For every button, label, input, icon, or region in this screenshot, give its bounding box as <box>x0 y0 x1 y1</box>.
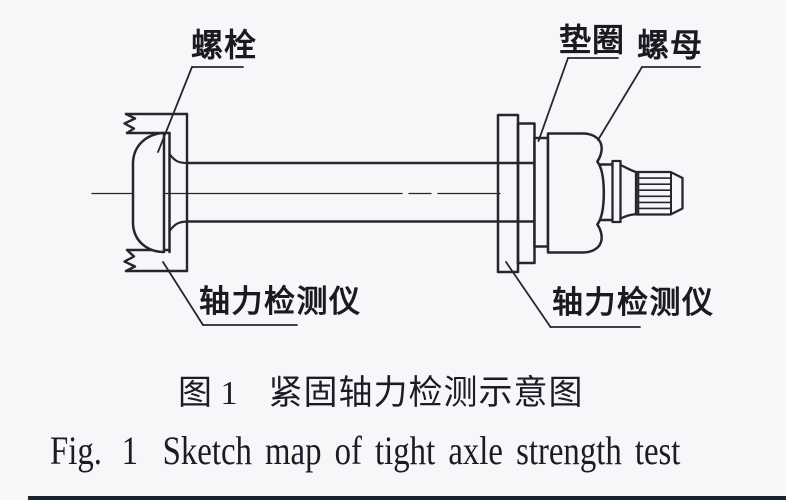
caption-english-figno: Fig. 1 <box>50 428 139 473</box>
break-line-top <box>123 112 137 135</box>
bolt-leader <box>157 66 244 153</box>
washer-label: 垫圈 <box>559 22 626 58</box>
caption-chinese-figno: 图 1 <box>178 375 238 412</box>
nut <box>546 132 606 254</box>
bolt-head <box>131 131 189 254</box>
detector-right-label: 轴力检测仪 <box>552 285 715 320</box>
washer-leader <box>537 57 619 142</box>
caption-english: Fig. 1 Sketch map of tight axle strength … <box>50 431 680 471</box>
leader-lines <box>157 57 701 328</box>
detector-right-leader <box>505 261 641 328</box>
caption-chinese-text: 紧固轴力检测示意图 <box>268 375 584 412</box>
bolt-label: 螺栓 <box>191 27 258 63</box>
detector-left-leader <box>162 261 298 326</box>
nut-leader <box>597 66 701 141</box>
right-plate <box>496 113 536 274</box>
bolt-shank <box>185 161 614 223</box>
bolt-tip-thread <box>611 159 684 224</box>
caption-english-text: Sketch map of tight axle strength test <box>162 428 681 473</box>
caption-chinese: 图 1 紧固轴力检测示意图 <box>178 377 584 411</box>
washer <box>533 136 550 248</box>
bottom-divider-bar <box>28 496 786 500</box>
break-line-bottom <box>123 248 137 273</box>
detector-left-label: 轴力检测仪 <box>199 284 362 319</box>
nut-label: 螺母 <box>637 27 704 63</box>
